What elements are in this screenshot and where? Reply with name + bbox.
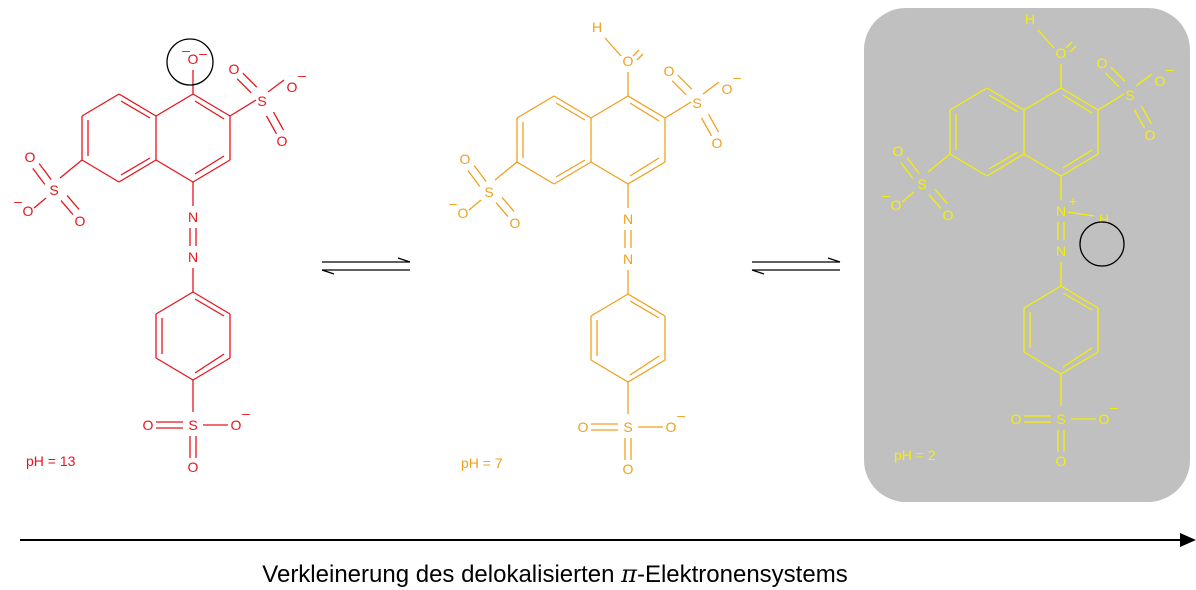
sulfonate-charge: – <box>242 405 250 421</box>
sulfonate-charge: – <box>1166 61 1174 77</box>
sulfonate-o: O <box>1097 55 1108 71</box>
highlight-circle <box>166 38 214 86</box>
sulfonate-s: S <box>623 419 632 435</box>
delocalization-axis-arrow <box>20 533 1196 547</box>
sulfonate-o: O <box>75 213 86 229</box>
sulfonate-s: S <box>49 182 58 198</box>
sulfonate-o: O <box>25 149 36 165</box>
equilibrium-arrow-2 <box>751 257 841 275</box>
phenol-h: H <box>592 19 602 35</box>
azo-n1: N <box>623 211 633 227</box>
sulfonate-o: O <box>722 81 733 97</box>
oxygen-lone-pair: – <box>182 42 190 58</box>
sulfonate-o: O <box>458 205 469 221</box>
oxygen-charge: – <box>199 45 207 61</box>
sulfonate-s: S <box>1125 87 1134 103</box>
ph-label: pH = 7 <box>461 455 503 471</box>
sulfonate-o: O <box>664 63 675 79</box>
sulfonate-charge: – <box>1110 399 1118 415</box>
azo-n1: N <box>1056 203 1066 219</box>
sulfonate-o: O <box>1099 411 1110 427</box>
caption: Verkleinerung des delokalisierten π-Elek… <box>262 560 847 588</box>
sulfonate-o: O <box>460 151 471 167</box>
phenol-oxygen: O <box>1056 45 1067 61</box>
sulfonate-charge: – <box>449 195 457 211</box>
phenol-oxygen: O <box>188 51 199 67</box>
sulfonate-charge: – <box>677 407 685 423</box>
azo-n2: N <box>188 249 198 265</box>
azo-n2: N <box>1056 243 1066 259</box>
sulfonate-o: O <box>277 133 288 149</box>
azo-n1-charge: + <box>1069 193 1077 209</box>
sulfonate-s: S <box>257 93 266 109</box>
sulfonate-o: O <box>287 79 298 95</box>
sulfonate-charge: – <box>733 69 741 85</box>
sulfonate-o: O <box>891 197 902 213</box>
sulfonate-o: O <box>1056 453 1067 469</box>
sulfonate-o: O <box>231 417 242 433</box>
ph-label: pH = 13 <box>26 453 76 469</box>
sulfonate-s: S <box>917 176 926 192</box>
ph-label: pH = 2 <box>894 447 936 463</box>
phenol-h: H <box>1025 11 1035 27</box>
sulfonate-o: O <box>1155 73 1166 89</box>
azo-h: H <box>1099 211 1109 227</box>
sulfonate-s: S <box>484 184 493 200</box>
highlight-circle <box>1079 221 1125 267</box>
sulfonate-o: O <box>1011 411 1022 427</box>
sulfonate-o: O <box>578 419 589 435</box>
sulfonate-charge: – <box>298 67 306 83</box>
sulfonate-o: O <box>1145 127 1156 143</box>
equilibrium-arrow-1 <box>321 257 411 275</box>
sulfonate-o: O <box>943 207 954 223</box>
highlight-box-ph2 <box>864 8 1190 502</box>
phenol-oxygen: O <box>623 53 634 69</box>
sulfonate-charge: – <box>882 187 890 203</box>
sulfonate-s: S <box>188 417 197 433</box>
sulfonate-o: O <box>23 203 34 219</box>
sulfonate-o: O <box>623 461 634 477</box>
sulfonate-o: O <box>229 61 240 77</box>
sulfonate-o: O <box>143 417 154 433</box>
sulfonate-o: O <box>712 135 723 151</box>
sulfonate-s: S <box>692 95 701 111</box>
sulfonate-charge: – <box>14 193 22 209</box>
sulfonate-o: O <box>510 215 521 231</box>
sulfonate-o: O <box>188 459 199 475</box>
sulfonate-o: O <box>893 143 904 159</box>
sulfonate-o: O <box>666 419 677 435</box>
azo-n1: N <box>188 209 198 225</box>
azo-n2: N <box>623 251 633 267</box>
sulfonate-s: S <box>1056 411 1065 427</box>
